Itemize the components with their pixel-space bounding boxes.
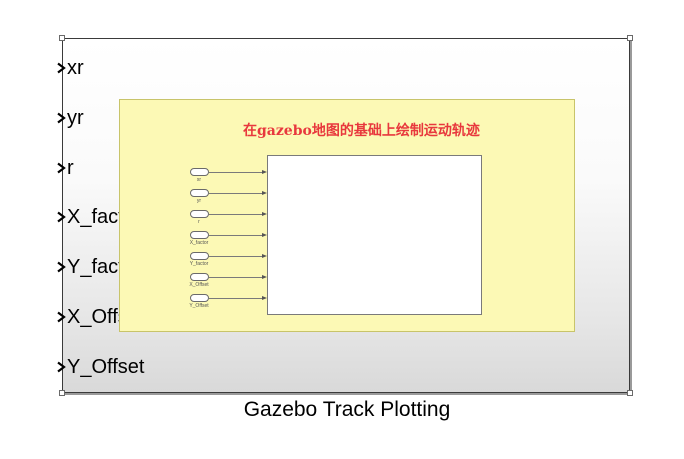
signal-line — [209, 235, 263, 236]
arrowhead-icon — [262, 233, 267, 237]
inner-inport-label: r — [198, 219, 200, 225]
arrowhead-icon — [262, 275, 267, 279]
inner-inport[interactable] — [190, 210, 209, 218]
port-label: yr — [67, 107, 84, 129]
input-port-r[interactable]: r — [55, 156, 74, 180]
resize-handle-icon[interactable] — [59, 35, 65, 41]
signal-line — [209, 214, 263, 215]
inner-subsystem-block[interactable] — [267, 155, 482, 315]
port-label: xr — [67, 57, 84, 79]
inner-inport[interactable] — [190, 273, 209, 281]
arrowhead-icon — [262, 212, 267, 216]
inner-inport-label: xr — [196, 177, 202, 183]
signal-line — [209, 298, 263, 299]
signal-line — [209, 172, 263, 173]
inner-inport[interactable] — [190, 168, 209, 176]
signal-line — [209, 277, 263, 278]
chevron-right-icon — [57, 62, 66, 74]
arrowhead-icon — [262, 170, 267, 174]
signal-line — [209, 193, 263, 194]
inner-inport-label: X_factor — [189, 240, 209, 246]
inner-inport-label: Y_factor — [189, 261, 209, 267]
block-caption: Gazebo Track Plotting — [243, 398, 451, 421]
arrowhead-icon — [262, 296, 267, 300]
inner-inport[interactable] — [190, 294, 209, 302]
resize-handle-icon[interactable] — [59, 390, 65, 396]
chevron-right-icon — [57, 211, 66, 223]
signal-line — [209, 256, 263, 257]
chevron-right-icon — [57, 361, 66, 373]
port-label: r — [67, 157, 74, 179]
arrowhead-icon — [262, 191, 267, 195]
chevron-right-icon — [57, 311, 66, 323]
input-port-yr[interactable]: yr — [55, 106, 84, 130]
chevron-right-icon — [57, 261, 66, 273]
inner-inport[interactable] — [190, 252, 209, 260]
arrowhead-icon — [262, 254, 267, 258]
resize-handle-icon[interactable] — [627, 390, 633, 396]
port-label: Y_Offset — [67, 356, 145, 378]
inner-inport[interactable] — [190, 231, 209, 239]
inner-inport-label: Y_Offset — [189, 303, 209, 309]
input-port-y-offset[interactable]: Y_Offset — [55, 355, 144, 379]
inner-inport-label: yr — [196, 198, 202, 204]
chevron-right-icon — [57, 162, 66, 174]
input-port-xr[interactable]: xr — [55, 56, 84, 80]
resize-handle-icon[interactable] — [627, 35, 633, 41]
inner-inport-label: X_Offset — [189, 282, 209, 288]
chevron-right-icon — [57, 112, 66, 124]
area-title: 在gazebo地图的基础上绘制运动轨迹 — [243, 123, 480, 139]
inner-inport[interactable] — [190, 189, 209, 197]
